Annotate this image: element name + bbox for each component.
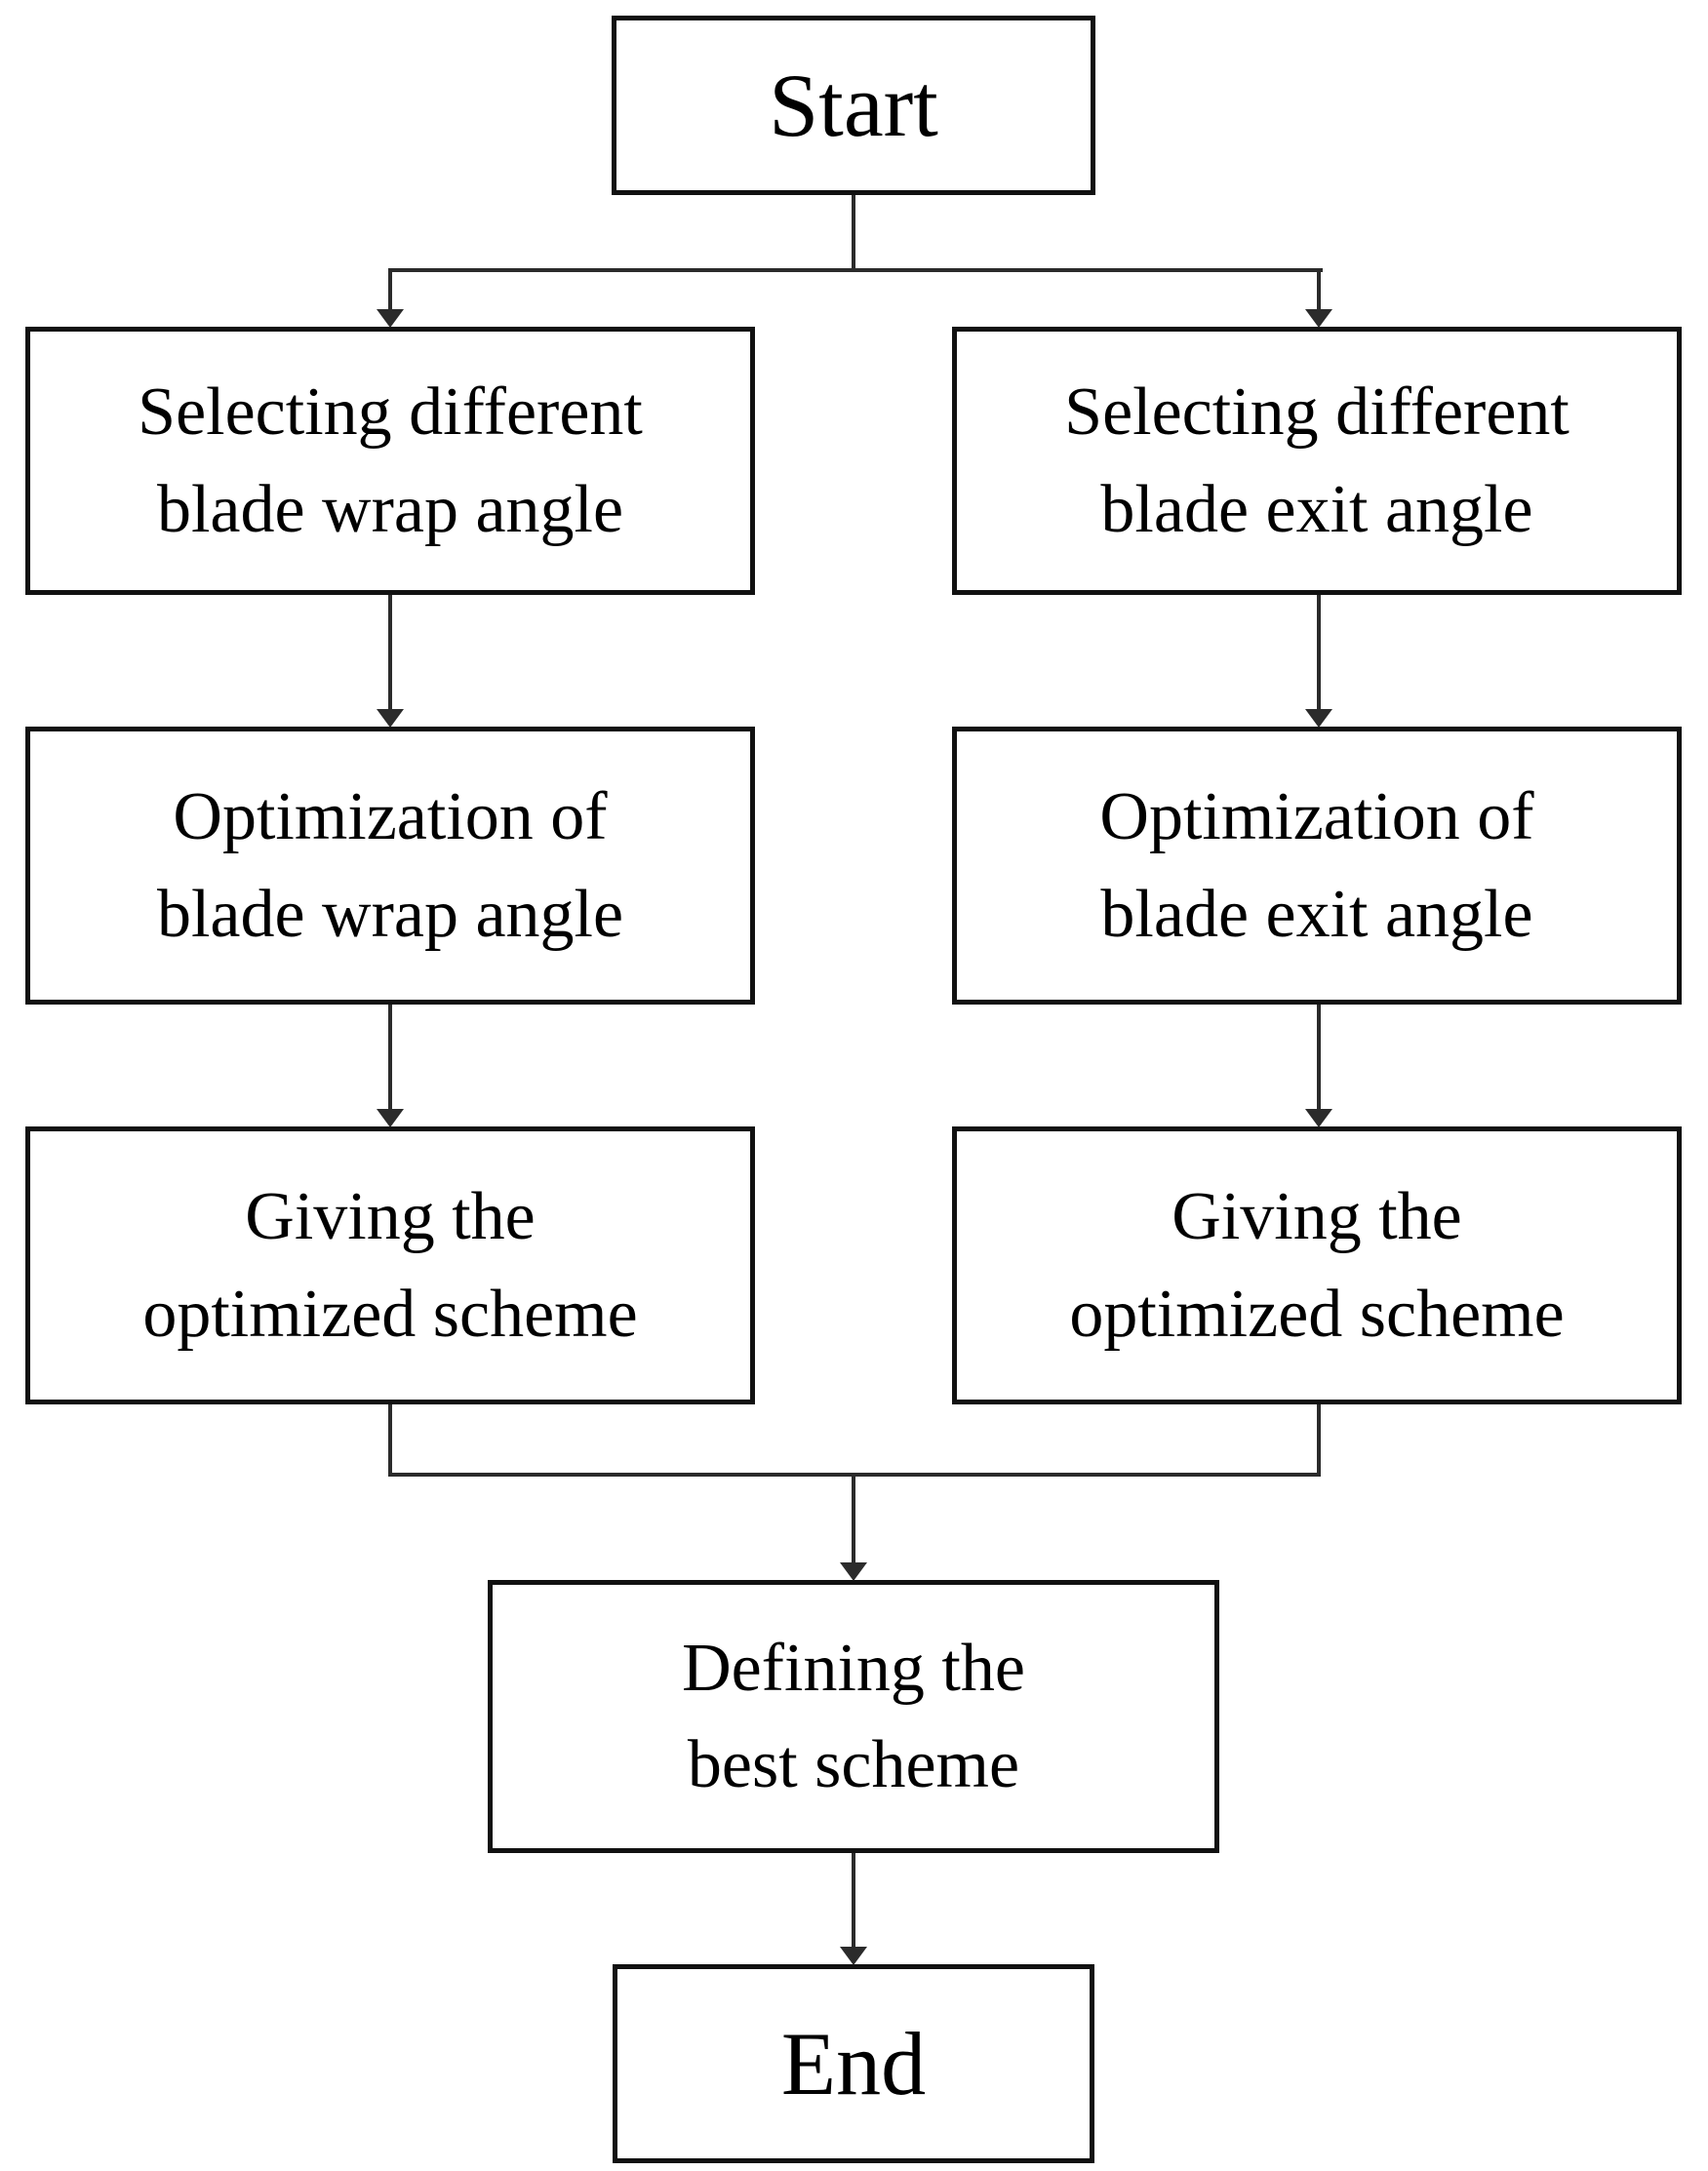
connector-select-exit-to-optimize (1317, 595, 1321, 712)
arrowhead-into-select-wrap (377, 309, 404, 328)
arrowhead-into-optimize-wrap (377, 709, 404, 728)
node-label-line: Defining the (682, 1630, 1025, 1706)
flowchart-node-optimization-blade-wrap-angle: Optimization of blade wrap angle (25, 727, 755, 1005)
node-label-line: Selecting different (138, 375, 643, 451)
connector-optimize-wrap-to-giving (388, 1005, 392, 1112)
arrowhead-into-optimize-exit (1305, 709, 1332, 728)
node-label-line: Selecting different (1064, 375, 1569, 451)
node-label-line: Optimization of (1099, 779, 1534, 855)
connector-split-horizontal (388, 268, 1323, 272)
node-label-line: Giving the (1172, 1179, 1462, 1255)
node-start-label: Start (769, 56, 938, 155)
flowchart-node-selecting-blade-exit-angle: Selecting different blade exit angle (952, 327, 1682, 595)
flowchart-node-giving-optimized-scheme-left: Giving the optimized scheme (25, 1126, 755, 1404)
node-label-line: Optimization of (173, 779, 608, 855)
connector-merge-center-stem (852, 1473, 855, 1564)
node-label-line: optimized scheme (142, 1276, 638, 1352)
flowchart-node-selecting-blade-wrap-angle: Selecting different blade wrap angle (25, 327, 755, 595)
connector-split-right-drop (1317, 268, 1321, 312)
node-label-line: Giving the (245, 1179, 536, 1255)
connector-select-wrap-to-optimize (388, 595, 392, 712)
connector-merge-right-drop (1317, 1404, 1321, 1477)
node-label-line: blade wrap angle (156, 876, 624, 952)
node-label-line: blade wrap angle (156, 471, 624, 547)
arrowhead-into-giving-right (1305, 1109, 1332, 1127)
arrowhead-into-select-exit (1305, 309, 1332, 328)
node-label-line: best scheme (687, 1727, 1020, 1802)
connector-start-stem (852, 195, 855, 272)
arrowhead-into-defining (840, 1562, 867, 1581)
flowchart-node-start: Start (612, 16, 1095, 195)
flowchart-node-defining-best-scheme: Defining the best scheme (488, 1580, 1219, 1853)
connector-merge-left-drop (388, 1404, 392, 1477)
flowchart-node-giving-optimized-scheme-right: Giving the optimized scheme (952, 1126, 1682, 1404)
arrowhead-into-giving-left (377, 1109, 404, 1127)
connector-optimize-exit-to-giving (1317, 1005, 1321, 1112)
connector-split-left-drop (388, 268, 392, 312)
node-label-line: blade exit angle (1100, 471, 1533, 547)
flowchart-node-optimization-blade-exit-angle: Optimization of blade exit angle (952, 727, 1682, 1005)
arrowhead-into-end (840, 1947, 867, 1965)
node-label-line: blade exit angle (1100, 876, 1533, 952)
flowchart-node-end: End (613, 1964, 1094, 2163)
node-end-label: End (780, 2014, 927, 2113)
connector-defining-to-end (852, 1853, 855, 1949)
node-label-line: optimized scheme (1069, 1276, 1565, 1352)
